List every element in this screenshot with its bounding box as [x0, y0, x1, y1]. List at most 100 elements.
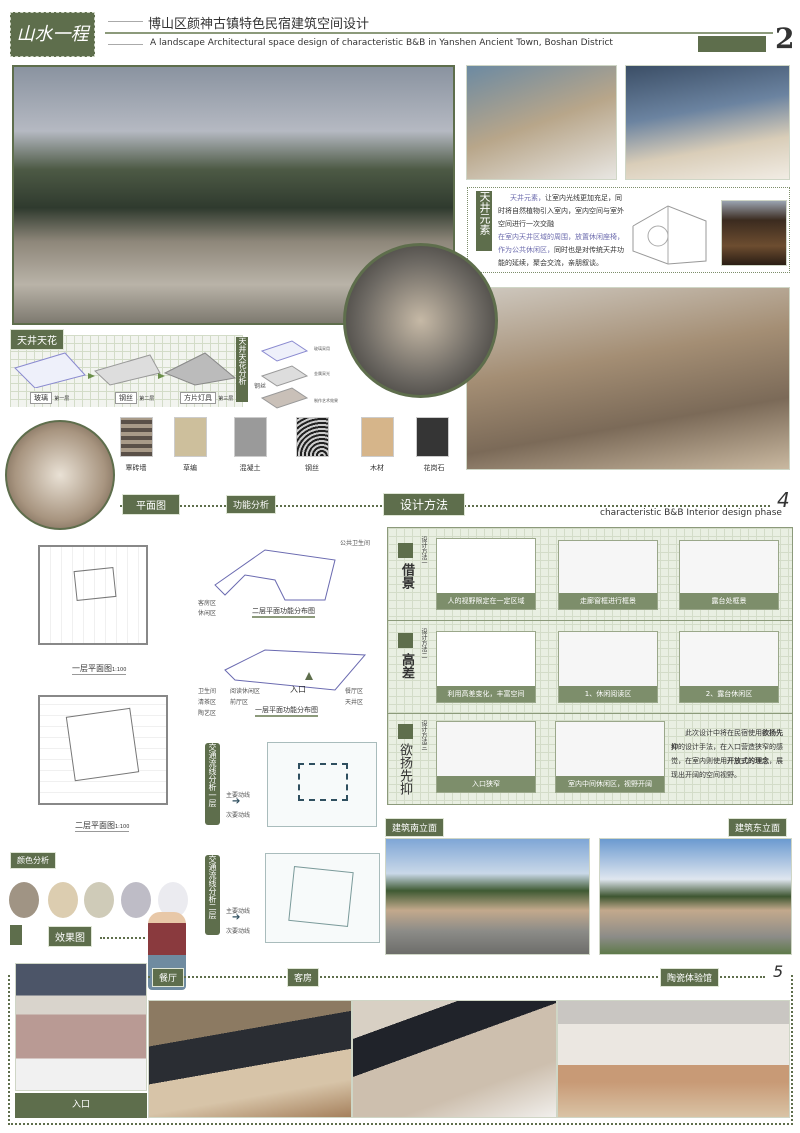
room-render	[352, 1000, 557, 1118]
tianjing-photo	[721, 200, 787, 266]
renders-strip	[8, 975, 793, 1125]
method-card: 露台处框景	[679, 540, 779, 610]
method-name: 高差	[399, 653, 414, 679]
model-photo-1	[466, 65, 617, 180]
method-card: 室内中间休闲区，视野开阔	[555, 721, 665, 793]
south-elevation-label: 建筑南立面	[385, 818, 445, 837]
floor-plan-2	[38, 695, 168, 805]
exploded-label: 制作艺术效果	[314, 398, 338, 403]
material-label: 木材	[370, 464, 384, 472]
section-function: 功能分析	[226, 495, 277, 514]
legend-item: 休闲区	[198, 610, 217, 617]
exploded-label: 玻璃采用	[314, 346, 330, 351]
section-plan: 平面图	[122, 494, 180, 515]
main-route-label: 主要动线	[226, 792, 251, 799]
room-label: 客房	[287, 968, 320, 987]
dining-label: 餐厅	[152, 968, 185, 987]
title-en: A landscape Architectural space design o…	[150, 38, 613, 48]
layer-1: 玻璃 第一层	[30, 392, 69, 404]
phase-number: 4	[777, 488, 790, 512]
ceiling-panel: 天井天花 玻璃 第一层 钢丝 第二层 方片灯具 第三层	[10, 329, 243, 407]
divider	[388, 620, 792, 621]
design-method-panel: 借景 设计方法一 人的视野限定在一定区域 走廊窗框进行框景 露台处框景 高差 设…	[387, 527, 793, 805]
dining-render	[148, 1000, 352, 1118]
east-elevation-render	[599, 838, 792, 955]
divider	[105, 32, 773, 34]
title-cn: 博山区颜神古镇特色民宿建筑空间设计	[148, 17, 370, 32]
divider	[388, 713, 792, 714]
plan-caption-1: 一层平面图1:100	[72, 664, 127, 675]
model-photo-2	[625, 65, 790, 180]
page-number-5: 5	[770, 962, 787, 981]
tianjing-element-box: 天井元素 天井元素，让室内光线更加充足，同时将自然植物引入室内，室内空间与室外空…	[467, 187, 790, 273]
ceiling-analysis-label: 天井天花分析	[236, 337, 248, 402]
material-swatch	[174, 417, 207, 457]
material-label: 钢丝	[305, 464, 319, 472]
legend-item: 公共卫生间	[340, 540, 371, 547]
exploded-label: 金属采光	[314, 371, 330, 376]
method-card: 走廊窗框进行框景	[558, 540, 658, 610]
method-card: 2、露台休闲区	[679, 631, 779, 703]
color-swatch	[84, 882, 114, 918]
para: 同时也是对传统天井功能的延续，聚会交流，亲朋叙谈。	[498, 246, 624, 267]
tianjing-circle-render	[343, 243, 498, 398]
method-card: 利用高差变化，丰富空间	[436, 631, 536, 703]
entrance-label: 入口	[290, 685, 306, 694]
arrow-right-icon: ➔	[232, 912, 241, 923]
method-name: 借景	[399, 563, 414, 589]
traffic-label-2f: 交通流线分析二层	[205, 855, 220, 935]
render-label: 效果图	[48, 926, 92, 947]
exploded-label: 钢丝	[254, 383, 267, 390]
legend-item: 卫生间	[198, 688, 217, 695]
tianjing-label: 天井元素	[476, 191, 492, 251]
tianjing-sketch	[632, 205, 707, 265]
method-sub: 设计方法一	[420, 536, 427, 566]
color-swatch	[9, 882, 39, 918]
method-name: 欲扬先抑	[397, 743, 412, 795]
plan-caption-2: 二层平面图1:100	[75, 821, 130, 832]
material-swatch	[120, 417, 153, 457]
material-label: 覃砖墙	[125, 464, 147, 472]
legend-item: 陶艺区	[198, 710, 217, 717]
ceiling-title: 天井天花	[10, 329, 64, 350]
legend-item: 客房区	[198, 600, 217, 607]
material-label: 花岗石	[423, 464, 445, 472]
legend-item: 阅读休闲区	[230, 688, 261, 695]
arrow-right-icon: ➔	[232, 796, 241, 807]
material-label: 草编	[183, 464, 197, 472]
material-swatch	[416, 417, 449, 457]
layer-2: 钢丝 第二层	[115, 392, 154, 404]
function-diagrams	[214, 549, 367, 691]
ceramic-render	[557, 1000, 790, 1118]
page-number: 2	[775, 22, 795, 55]
traffic-label-1f: 交通流线分析一层	[205, 743, 220, 825]
main-route-label: 主要动线	[226, 908, 251, 915]
method-marker	[398, 633, 413, 648]
material-swatch	[234, 417, 267, 457]
legend-item: 天井区	[345, 699, 364, 706]
material-label: 混凝土	[239, 464, 261, 472]
section-method: 设计方法	[383, 493, 465, 516]
render-marker	[10, 925, 22, 945]
traffic-plan-1f	[267, 742, 377, 827]
layer-3: 方片灯具 第三层	[180, 392, 233, 404]
function-caption-2f: 二层平面功能分布图	[252, 606, 315, 618]
divider	[125, 976, 765, 978]
divider	[108, 21, 143, 22]
stair-circle-render	[5, 420, 115, 530]
highlight: 天井元素，	[510, 194, 545, 202]
divider	[100, 937, 145, 939]
legend-item: 餐厅区	[345, 688, 364, 695]
legend-item: 前厅区	[230, 699, 249, 706]
ceiling-exploded-diagram: 玻璃采用 金属采光 制作艺术效果 钢丝	[252, 336, 344, 411]
material-swatch	[361, 417, 394, 457]
method-sub: 设计方法二	[420, 628, 427, 658]
logo: 山水一程	[10, 12, 95, 57]
highlight: 在室内天井区域的周围，放置休闲座椅，作为公共休闲区，	[498, 233, 624, 254]
divider	[108, 44, 143, 45]
traffic-plan-2f	[265, 853, 380, 943]
east-elevation-label: 建筑东立面	[728, 818, 788, 837]
material-swatch	[296, 417, 329, 457]
entrance-render	[15, 963, 147, 1091]
ceiling-layers-diagram	[14, 352, 237, 388]
